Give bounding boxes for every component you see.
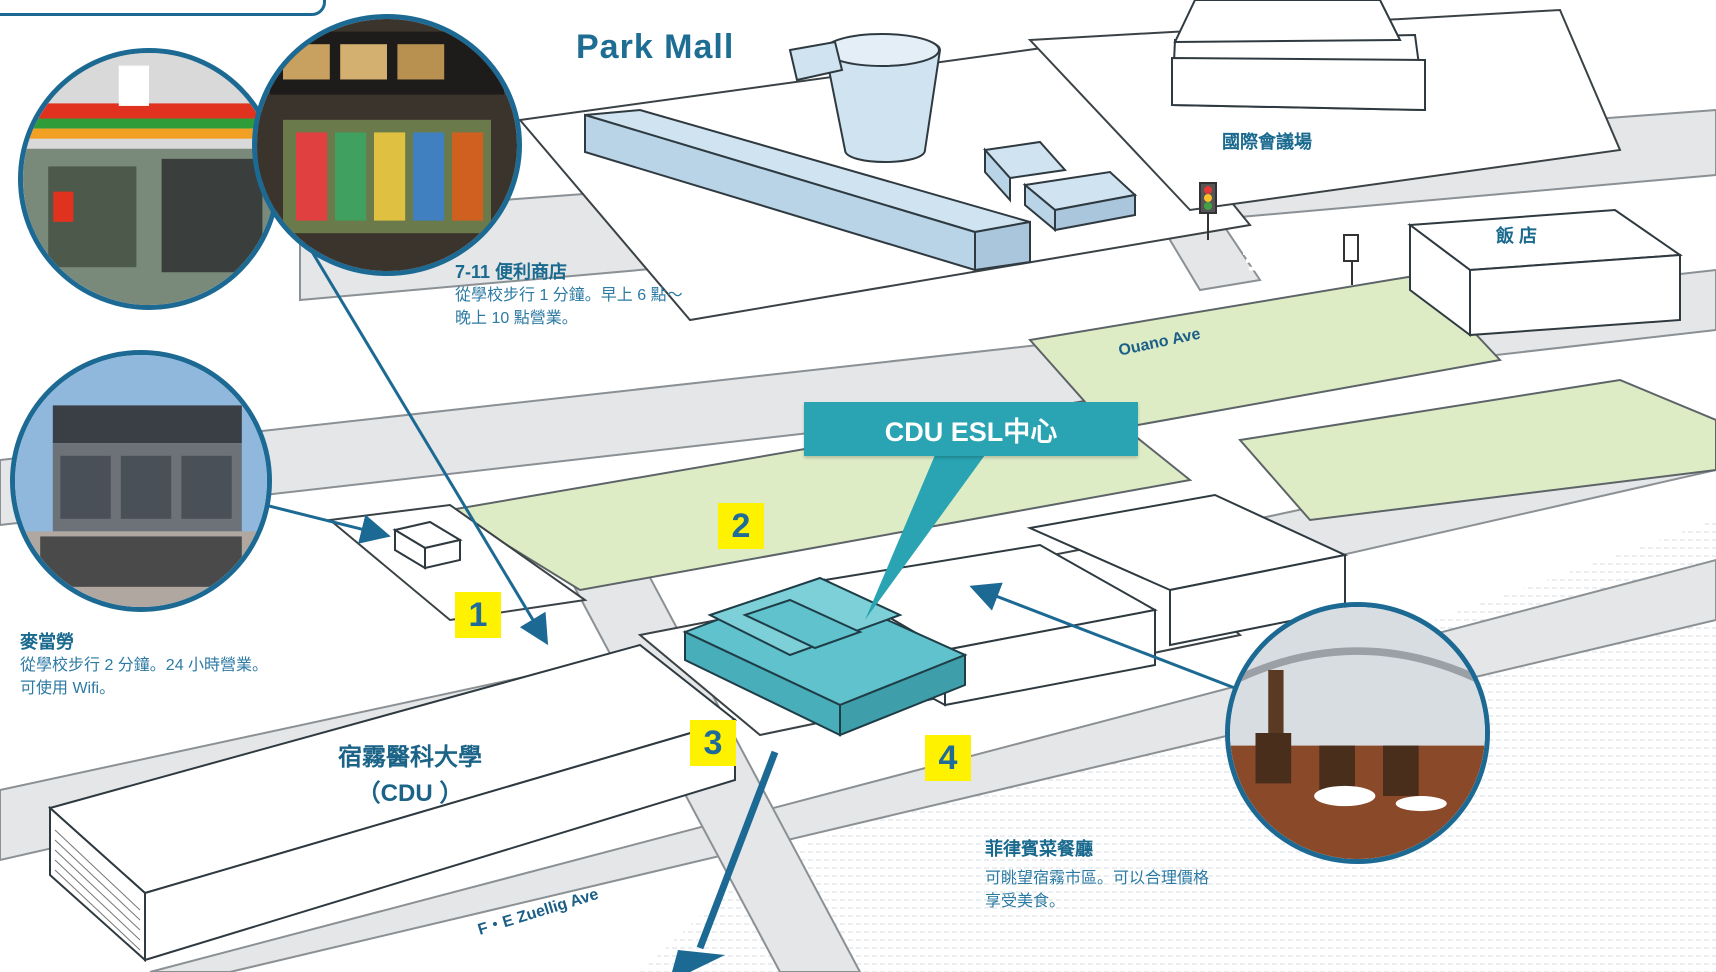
- esl-center-building: [682, 576, 968, 737]
- cdu-label-line2: （CDU ）: [356, 780, 464, 807]
- seven-eleven-photo-outside: [18, 48, 280, 310]
- park-mall-building: [584, 108, 1031, 272]
- restaurant-title: 菲律賓菜餐廳: [985, 839, 1093, 859]
- restaurant-desc-2: 享受美食。: [985, 893, 1066, 910]
- mcdonalds-title: 麥當勞: [20, 632, 74, 652]
- park-mall-tower: [788, 33, 942, 163]
- mcdonalds-info: 麥當勞 從學校步行 2 分鐘。24 小時營業。 可使用 Wifi。: [20, 628, 268, 700]
- hotel-label: 飯 店: [1496, 226, 1538, 246]
- mcdonalds-desc-1: 從學校步行 2 分鐘。24 小時營業。: [20, 657, 269, 674]
- marker-3: 3: [690, 720, 736, 766]
- seven-eleven-info: 7-11 便利商店 從學校步行 1 分鐘。早上 6 點～ 晚上 10 點營業。: [455, 258, 683, 330]
- traffic-light: [1199, 182, 1217, 240]
- restaurant-desc-1: 可眺望宿霧市區。可以合理價格: [985, 870, 1210, 887]
- marker-4: 4: [925, 735, 971, 781]
- bottom-direction-arrow: [672, 750, 779, 972]
- seven-eleven-desc-2: 晚上 10 點營業。: [455, 310, 578, 327]
- crosswalk: [1239, 236, 1310, 271]
- cdu-label-line1: 宿霧醫科大學: [338, 744, 482, 771]
- cdu-label: 宿霧醫科大學 （CDU ）: [300, 740, 520, 812]
- mcdonalds-building: [392, 520, 463, 570]
- marker-2: 2: [718, 503, 764, 549]
- convention-center-building: [1170, 0, 1427, 112]
- mcdonalds-desc-2: 可使用 Wifi。: [20, 680, 116, 697]
- seven-eleven-photo-inside: [252, 14, 522, 276]
- convention-center-label: 國際會議場: [1222, 132, 1312, 152]
- park-mall-annex: [983, 140, 1138, 233]
- sign-post: [1343, 234, 1359, 285]
- park-mall-label: Park Mall: [576, 28, 735, 66]
- esl-callout-pointer: [865, 455, 985, 620]
- restaurant-info: 菲律賓菜餐廳 可眺望宿霧市區。可以合理價格 享受美食。: [985, 835, 1209, 913]
- pointer-arrows: [264, 214, 1241, 692]
- marker-1: 1: [455, 592, 501, 638]
- seven-eleven-title: 7-11 便利商店: [455, 262, 568, 282]
- mcdonalds-photo: [10, 350, 272, 612]
- corner-panel: [0, 0, 326, 16]
- restaurant-photo: [1225, 602, 1490, 864]
- seven-eleven-desc-1: 從學校步行 1 分鐘。早上 6 點～: [455, 287, 683, 304]
- esl-center-label: CDU ESL中心: [804, 402, 1138, 456]
- hotel-building: [1407, 208, 1683, 337]
